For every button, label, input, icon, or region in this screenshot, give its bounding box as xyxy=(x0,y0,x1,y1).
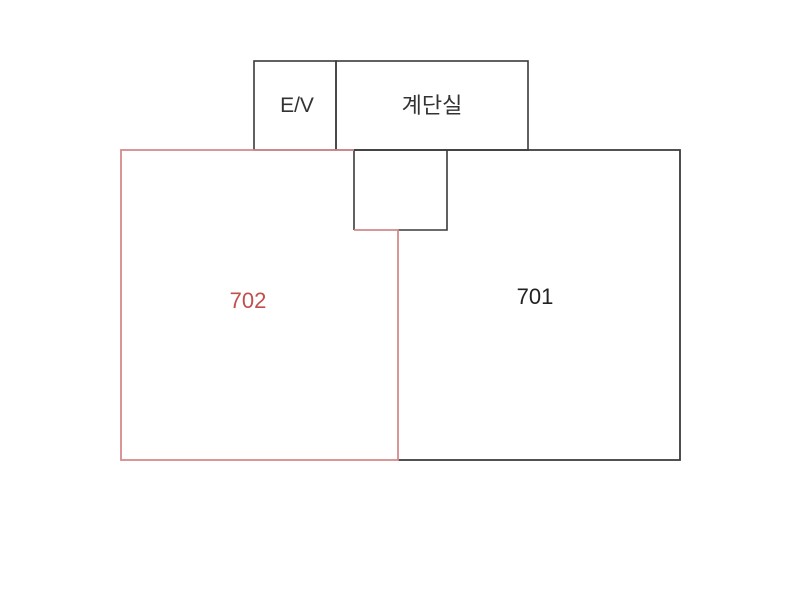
unit-701: 701 xyxy=(353,149,681,461)
stairwell-room: 계단실 xyxy=(335,60,529,151)
unit-702-outline xyxy=(120,149,399,461)
unit-701-notch xyxy=(398,150,448,231)
unit-701-outline xyxy=(354,149,681,461)
stairwell-label: 계단실 xyxy=(402,93,463,118)
elevator-label: E/V xyxy=(280,94,314,117)
unit-702-label: 702 xyxy=(230,288,267,313)
unit-701-label: 701 xyxy=(517,284,554,309)
elevator-room: E/V xyxy=(253,60,337,151)
unit-702: 702 xyxy=(120,149,399,461)
